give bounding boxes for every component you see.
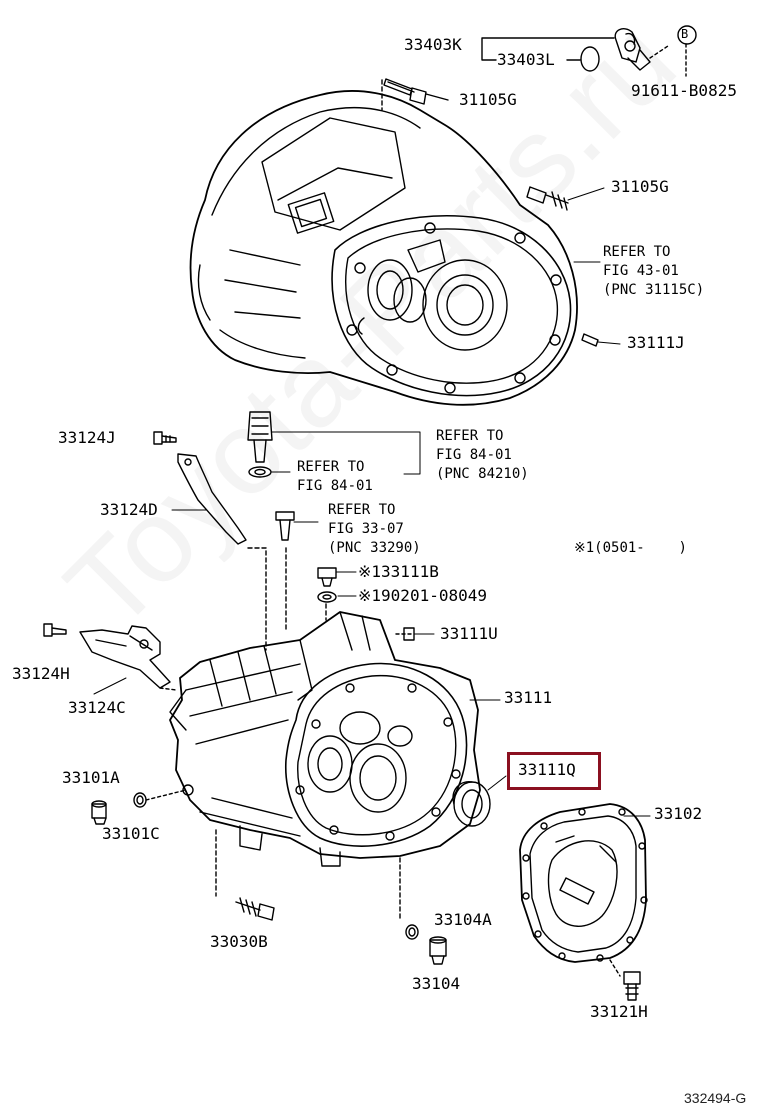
diagram-id: 332494-G xyxy=(684,1090,747,1106)
part-label-33030b[interactable]: 33030B xyxy=(210,932,268,951)
part-label-33403l[interactable]: 33403L xyxy=(497,50,555,69)
transaxle-housing-drawing[interactable] xyxy=(169,611,491,867)
part-label-33111b[interactable]: ※133111B xyxy=(358,562,439,581)
date-range-note: ※1(0501- ) xyxy=(574,540,687,556)
part-label-91611-b0825[interactable]: 91611-B0825 xyxy=(631,81,737,100)
backup-switch-drawing[interactable] xyxy=(275,511,319,541)
part-label-33111u[interactable]: 33111U xyxy=(440,624,498,643)
lever-33124c-drawing[interactable] xyxy=(79,625,177,695)
highlighted-part-frame xyxy=(507,752,601,790)
part-label-31105g-top[interactable]: 31105G xyxy=(459,90,517,109)
plug-33101a-drawing[interactable] xyxy=(91,800,107,825)
circle-b-marker xyxy=(677,25,697,45)
transmission-case-cover-drawing[interactable] xyxy=(519,803,648,963)
part-label-33104a[interactable]: 33104A xyxy=(434,910,492,929)
plug-33111b-drawing[interactable] xyxy=(317,567,357,587)
part-label-33111j[interactable]: 33111J xyxy=(627,333,685,352)
part-label-31105g-mid[interactable]: 31105G xyxy=(611,177,669,196)
gasket-33101c-drawing[interactable] xyxy=(133,792,147,808)
part-label-33124d[interactable]: 33124D xyxy=(100,500,158,519)
part-label-33101c[interactable]: 33101C xyxy=(102,824,160,843)
refer-fig-43-01[interactable]: REFER TO FIG 43-01 (PNC 31115C) xyxy=(603,244,705,298)
pin-33111j-drawing[interactable] xyxy=(581,333,621,347)
drain-plug-33104-drawing[interactable] xyxy=(429,936,447,965)
part-label-33124h[interactable]: 33124H xyxy=(12,664,70,683)
lever-33124d-drawing[interactable] xyxy=(171,453,247,545)
part-label-33121h[interactable]: 33121H xyxy=(590,1002,648,1021)
part-label-33403k[interactable]: 33403K xyxy=(404,35,462,54)
bolt-31105g-mid-drawing[interactable] xyxy=(526,186,605,211)
part-label-33102[interactable]: 33102 xyxy=(654,804,703,823)
refer-fig-84-01-pnc[interactable]: REFER TO FIG 84-01 (PNC 84210) xyxy=(436,428,529,482)
gasket-190201-drawing[interactable] xyxy=(317,591,357,603)
transmission-case-drawing[interactable] xyxy=(189,90,578,406)
bolt-31105g-top-drawing[interactable] xyxy=(383,78,449,105)
gasket-33104a-drawing[interactable] xyxy=(405,924,419,940)
circle-b-label: B xyxy=(681,27,689,41)
part-label-190201-08049[interactable]: ※190201-08049 xyxy=(358,586,487,605)
speed-sensor-drawing[interactable] xyxy=(247,411,421,478)
speedometer-sleeve-drawing[interactable] xyxy=(580,28,669,72)
bolt-33121h-drawing[interactable] xyxy=(623,971,641,1001)
bolt-33124j-drawing[interactable] xyxy=(153,431,177,445)
bolt-33030b-drawing[interactable] xyxy=(235,897,275,921)
refer-fig-84-01[interactable]: REFER TO FIG 84-01 xyxy=(297,459,373,494)
part-label-33124j[interactable]: 33124J xyxy=(58,428,116,447)
bolt-33124h-drawing[interactable] xyxy=(43,623,67,637)
refer-fig-33-07[interactable]: REFER TO FIG 33-07 (PNC 33290) xyxy=(328,502,421,556)
part-label-33111[interactable]: 33111 xyxy=(504,688,553,707)
part-label-33104[interactable]: 33104 xyxy=(412,974,461,993)
part-label-33101a[interactable]: 33101A xyxy=(62,768,120,787)
part-label-33111q[interactable]: 33111Q xyxy=(518,760,576,779)
part-label-33124c[interactable]: 33124C xyxy=(68,698,126,717)
